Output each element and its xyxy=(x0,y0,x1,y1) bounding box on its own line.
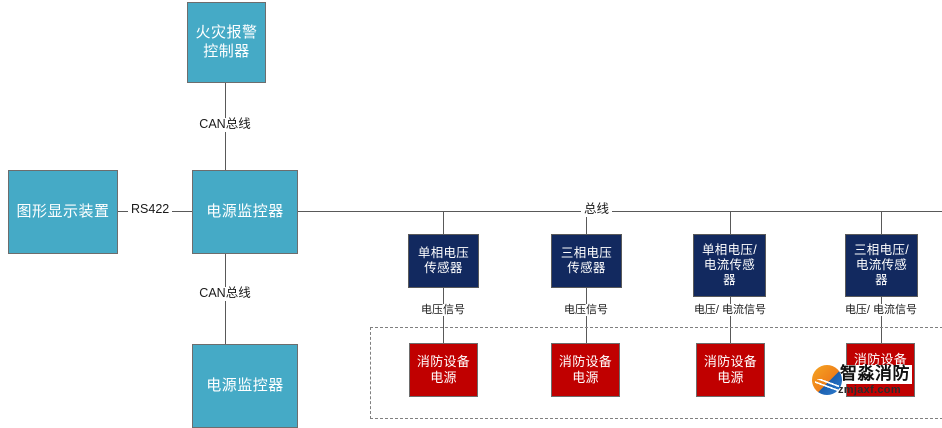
connector-main-bus xyxy=(297,211,942,212)
connector-bus-drop-2 xyxy=(586,211,587,234)
node-sensor-1[interactable]: 单相电压 传感器 xyxy=(408,234,479,288)
edge-label-rs422: RS422 xyxy=(128,202,173,217)
connector-bus-drop-1 xyxy=(443,211,444,234)
power-devices-group-region xyxy=(370,327,942,419)
connector-sensor-3-to-device-3 xyxy=(730,297,731,343)
node-power-device-1[interactable]: 消防设备 电源 xyxy=(409,343,478,397)
node-sensor-4[interactable]: 三相电压/ 电流传感 器 xyxy=(845,234,918,297)
signal-label-1: 电压信号 xyxy=(418,304,468,317)
node-sensor-2[interactable]: 三相电压 传感器 xyxy=(551,234,622,288)
connector-bus-drop-4 xyxy=(881,211,882,234)
signal-label-2: 电压信号 xyxy=(561,304,611,317)
signal-label-4: 电压/ 电流信号 xyxy=(841,304,921,317)
connector-sensor-4-to-device-4 xyxy=(881,297,882,343)
node-power-monitor-main[interactable]: 电源监控器 xyxy=(192,170,298,254)
node-power-device-2[interactable]: 消防设备 电源 xyxy=(551,343,620,397)
node-power-device-4[interactable]: 消防设备 xyxy=(846,343,915,397)
edge-label-can-bus-top: CAN总线 xyxy=(196,117,254,132)
node-fire-alarm-controller[interactable]: 火灾报警控制器 xyxy=(187,2,266,83)
edge-label-can-bus-bottom: CAN总线 xyxy=(196,286,254,301)
edge-label-main-bus: 总线 xyxy=(581,202,613,217)
signal-label-3: 电压/ 电流信号 xyxy=(690,304,770,317)
connector-bus-drop-3 xyxy=(730,211,731,234)
node-power-device-3[interactable]: 消防设备 电源 xyxy=(696,343,765,397)
node-sensor-3[interactable]: 单相电压/ 电流传感 器 xyxy=(693,234,766,297)
node-graphic-display[interactable]: 图形显示装置 xyxy=(8,170,118,254)
node-power-monitor-secondary[interactable]: 电源监控器 xyxy=(192,344,298,428)
